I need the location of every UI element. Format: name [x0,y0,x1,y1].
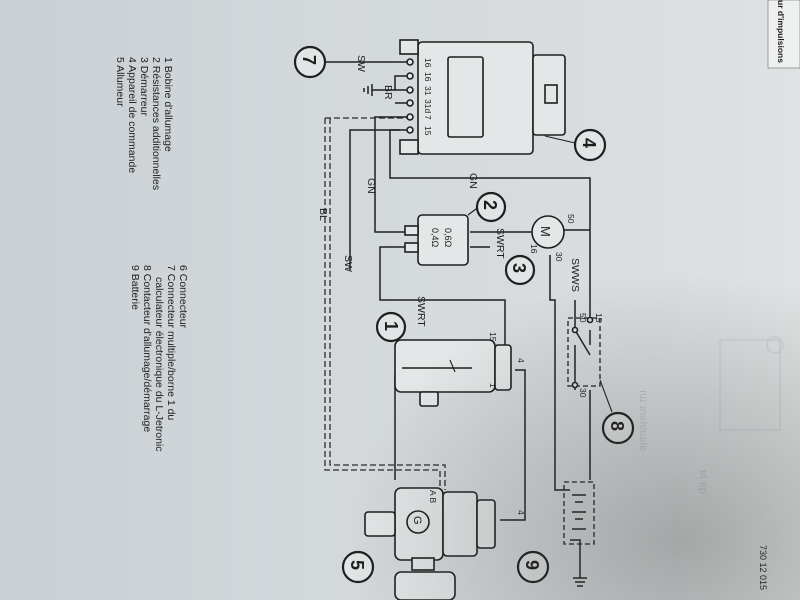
ignition-switch: 15 50 30 [567,313,604,398]
switch-t30: 30 [578,388,588,398]
wire-labels: SW BR GN GN BL SW SWRT SWRT SWWS [317,55,581,327]
switch-t50: 50 [578,313,588,323]
callout-5: 5 [347,560,367,570]
wire-swrt-bottom [379,246,506,345]
distributor: G A B 4 [364,487,526,600]
legend-line-5: 5 Allumeur [114,57,126,107]
bleed-through: ıɯ ɹnəʇɐɯılɐ ɐl ɐp [637,336,784,494]
callout-4: 4 [579,138,599,148]
pin-16a: 16 [423,58,433,68]
legend-line-8: calculateur électronique du L-Jetronic [153,277,165,452]
legend-line-1: 1 Bobine d'allumage [162,57,174,152]
coil-t15: 15 [488,332,498,342]
svg-text:ɐl ɐp: ɐl ɐp [697,470,709,494]
label-gn-vert: GN [365,178,377,194]
starter-m: M [538,226,553,237]
pin-31d: 31d [423,99,433,113]
switch-t15: 15 [594,313,604,323]
starter-t16: 16 [529,244,539,254]
callouts: 7 4 2 3 1 8 9 5 [293,45,635,584]
callout-9: 9 [522,560,542,570]
callout-1: 1 [381,321,401,331]
pin-7: 7 [423,115,433,120]
resistor-04: 0,4Ω [430,228,440,248]
legend-line-6: 6 Connecteur [177,265,189,329]
callout-3: 3 [509,263,529,273]
battery [563,481,595,545]
label-swws: SWWS [569,258,581,292]
svg-text:ıɯ ɹnəʇɐɯılɐ: ıɯ ɹnəʇɐɯılɐ [637,390,649,451]
pin-16b: 16 [423,72,433,82]
header-tab-box [767,0,800,69]
wire-bl-dashed [324,118,441,490]
label-bl: BL [317,208,329,221]
ignition-coil: 15 1 4 [394,332,526,407]
pin-31: 31 [423,86,433,96]
label-gn-horiz: GN [467,173,479,189]
starter-motor: M 50 30 16 [529,214,576,262]
legend-line-4: 4 Appareil de commande [126,57,138,173]
label-sw-top: SW [355,55,367,72]
figure-code: 730 12 015 [758,545,768,590]
starter-t30: 30 [554,252,564,262]
distributor-ab: A B [428,490,438,504]
wire-sw-mid [349,129,400,270]
coil-t1: 1 [488,383,498,388]
wire-coil-4-to-dist [500,369,526,521]
coil-t4: 4 [516,358,526,363]
legend-line-9: 8 Contacteur d'allumage/démarrage [141,265,153,432]
header-tab-text: ur d'impulsions [776,0,786,63]
legend-line-10: 9 Batterie [129,265,141,310]
pin-15: 15 [423,126,433,136]
wire-gn-vertical [374,116,410,233]
label-sw-mid: SW [342,255,354,272]
legend-line-2: 2 Résistances additionnelles [150,57,162,190]
legend: 1 Bobine d'allumage 2 Résistances additi… [114,57,189,452]
callout-7: 7 [299,55,319,65]
legend-line-7: 7 Connecteur multiple/borne 1 du [165,265,177,420]
wire-starter-30 [549,255,570,491]
legend-line-3: 3 Démarreur [138,57,150,116]
label-swrt-bottom: SWRT [415,296,427,327]
additional-resistors: 0,4Ω 0,6Ω [404,205,481,266]
callout-8: 8 [607,421,627,431]
distributor-g: G [411,516,423,525]
distributor-t4: 4 [516,510,526,515]
label-swrt-res: SWRT [494,228,506,259]
control-unit: 16 16 31 31d 7 15 [399,39,566,155]
label-br: BR [382,85,394,100]
callout-2: 2 [480,200,500,210]
resistor-06: 0,6Ω [443,228,453,248]
starter-t50: 50 [566,214,576,224]
